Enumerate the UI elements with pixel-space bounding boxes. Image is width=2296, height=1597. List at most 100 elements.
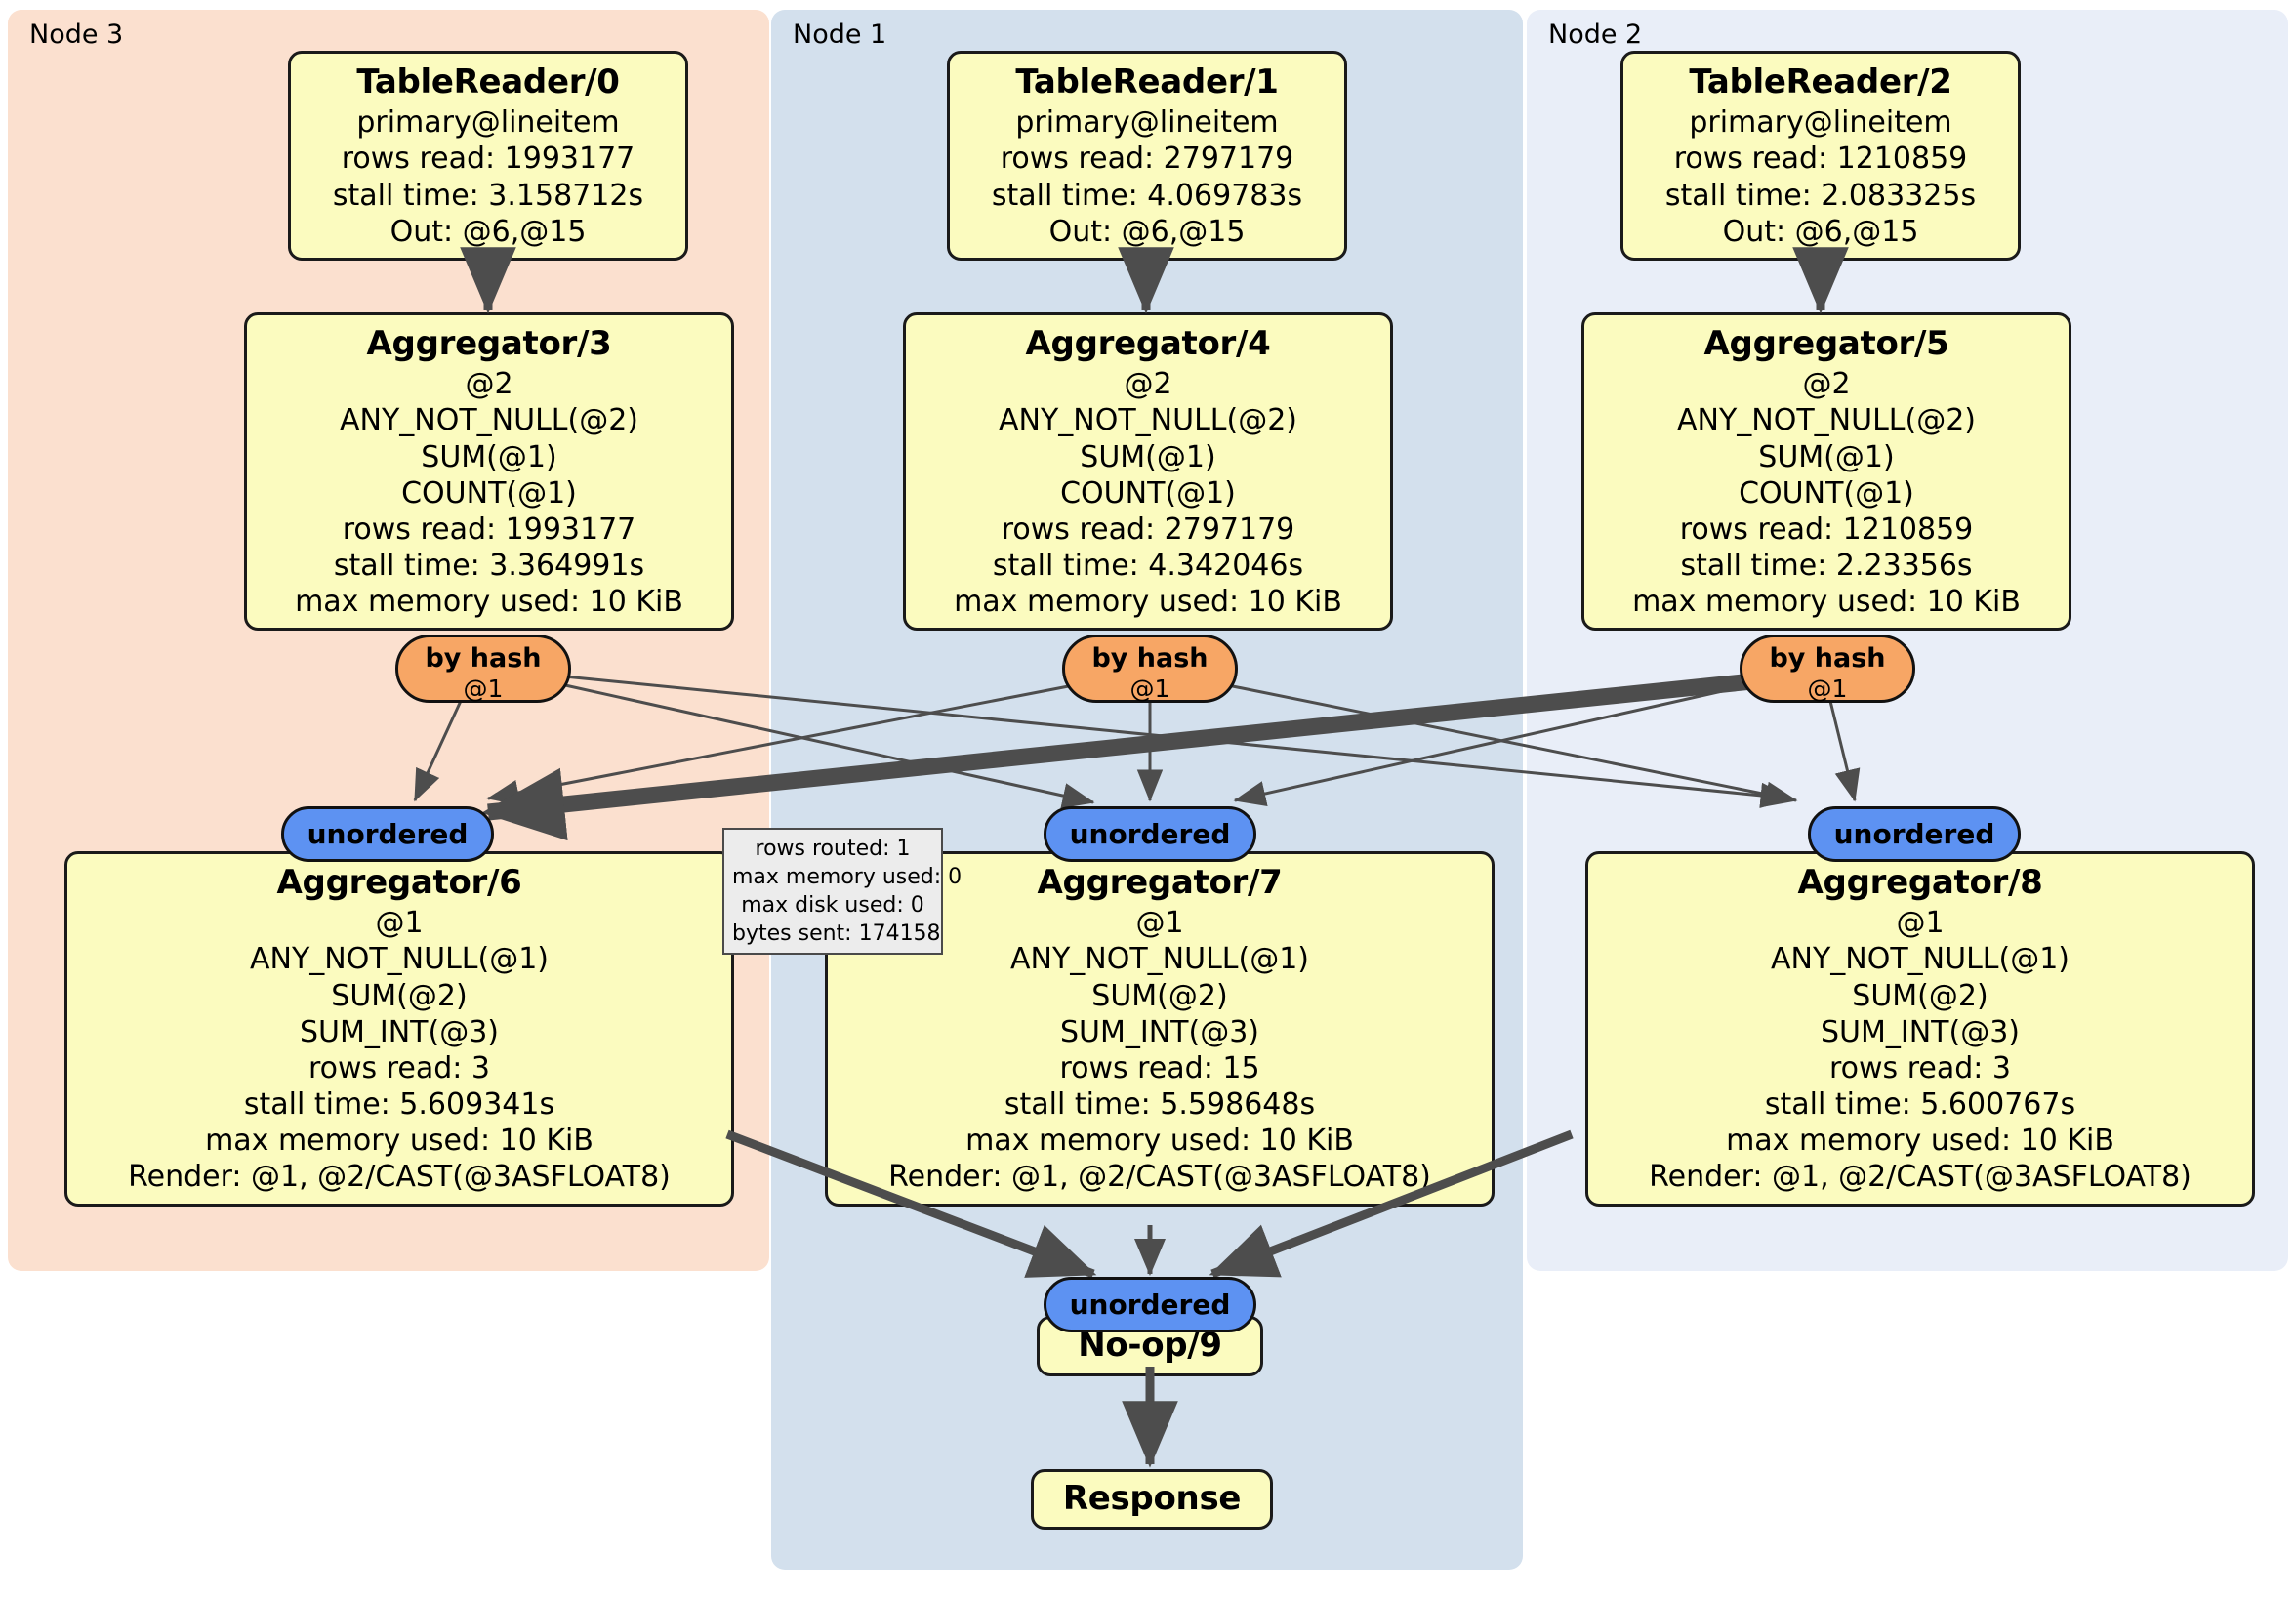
operator-line: stall time: 4.069783s bbox=[991, 178, 1303, 213]
router-column-label: @1 bbox=[1807, 674, 1848, 703]
cluster-label-node-2: Node 2 bbox=[1548, 20, 1643, 50]
router-by-hash-right[interactable]: by hash @1 bbox=[1740, 635, 1915, 703]
router-unordered-final[interactable]: unordered bbox=[1044, 1277, 1256, 1333]
operator-line: stall time: 4.342046s bbox=[992, 549, 1304, 584]
operator-line: ANY_NOT_NULL(@2) bbox=[1677, 403, 1976, 438]
operator-title: TableReader/0 bbox=[356, 62, 620, 102]
operator-line: ANY_NOT_NULL(@1) bbox=[250, 942, 549, 977]
operator-line: SUM(@2) bbox=[1091, 978, 1228, 1013]
router-column-label: @1 bbox=[1129, 674, 1170, 703]
operator-line: rows read: 3 bbox=[1828, 1050, 2012, 1085]
operator-line: @1 bbox=[1135, 906, 1184, 941]
operator-line: max memory used: 10 KiB bbox=[1632, 585, 2021, 620]
operator-line: SUM(@2) bbox=[331, 978, 468, 1013]
router-stats-box: rows routed: 1 max memory used: 0 max di… bbox=[722, 828, 963, 956]
operator-line: primary@lineitem bbox=[356, 105, 620, 141]
operator-line: SUM(@2) bbox=[1852, 978, 1988, 1013]
operator-line: Render: @1, @2/CAST(@3ASFLOAT8) bbox=[128, 1160, 671, 1195]
operator-line: SUM_INT(@3) bbox=[1060, 1014, 1259, 1049]
operator-title: Response bbox=[1062, 1479, 1242, 1518]
router-label: unordered bbox=[1833, 818, 1995, 850]
operator-line: rows read: 2797179 bbox=[1000, 142, 1294, 177]
operator-line: max memory used: 10 KiB bbox=[205, 1124, 594, 1159]
operator-tablereader-1[interactable]: TableReader/1 primary@lineitem rows read… bbox=[947, 51, 1347, 261]
operator-line: SUM(@1) bbox=[1080, 439, 1216, 474]
operator-line: primary@lineitem bbox=[1015, 105, 1279, 141]
operator-title: Aggregator/8 bbox=[1797, 863, 2043, 902]
operator-aggregator-4[interactable]: Aggregator/4 @2 ANY_NOT_NULL(@2) SUM(@1)… bbox=[903, 312, 1393, 632]
router-label: unordered bbox=[1069, 1289, 1231, 1321]
operator-line: SUM_INT(@3) bbox=[1821, 1014, 2020, 1049]
stats-line: bytes sent: 174158 bbox=[732, 921, 941, 947]
operator-tablereader-2[interactable]: TableReader/2 primary@lineitem rows read… bbox=[1620, 51, 2021, 261]
operator-line: rows read: 1993177 bbox=[341, 142, 636, 177]
operator-line: SUM(@1) bbox=[421, 439, 557, 474]
operator-line: stall time: 2.23356s bbox=[1680, 549, 1973, 584]
router-label: unordered bbox=[1069, 818, 1231, 850]
operator-line: rows read: 1993177 bbox=[342, 512, 636, 547]
operator-line: ANY_NOT_NULL(@1) bbox=[1010, 942, 1309, 977]
operator-aggregator-3[interactable]: Aggregator/3 @2 ANY_NOT_NULL(@2) SUM(@1)… bbox=[244, 312, 734, 632]
operator-line: ANY_NOT_NULL(@2) bbox=[340, 403, 638, 438]
operator-title: Aggregator/4 bbox=[1025, 324, 1271, 363]
stats-line: max memory used: 0 bbox=[732, 865, 963, 890]
operator-response[interactable]: Response bbox=[1031, 1469, 1273, 1531]
operator-line: rows read: 1210859 bbox=[1679, 512, 1974, 547]
operator-line: COUNT(@1) bbox=[1060, 475, 1236, 511]
stats-line: max disk used: 0 bbox=[741, 893, 924, 919]
operator-line: Out: @6,@15 bbox=[1048, 214, 1246, 249]
operator-line: Render: @1, @2/CAST(@3ASFLOAT8) bbox=[888, 1160, 1431, 1195]
router-unordered-left[interactable]: unordered bbox=[281, 806, 494, 863]
operator-line: ANY_NOT_NULL(@1) bbox=[1771, 942, 2070, 977]
operator-title: Aggregator/7 bbox=[1037, 863, 1283, 902]
operator-line: rows read: 2797179 bbox=[1001, 512, 1295, 547]
operator-line: COUNT(@1) bbox=[401, 475, 577, 511]
operator-title: TableReader/1 bbox=[1015, 62, 1279, 102]
operator-line: stall time: 3.158712s bbox=[332, 178, 644, 213]
router-type-label: by hash bbox=[1091, 643, 1209, 674]
operator-line: SUM(@1) bbox=[1758, 439, 1895, 474]
operator-line: rows read: 15 bbox=[1059, 1050, 1260, 1085]
operator-aggregator-5[interactable]: Aggregator/5 @2 ANY_NOT_NULL(@2) SUM(@1)… bbox=[1581, 312, 2071, 632]
operator-title: Aggregator/5 bbox=[1703, 324, 1949, 363]
operator-line: @2 bbox=[465, 367, 513, 402]
router-unordered-right[interactable]: unordered bbox=[1808, 806, 2021, 863]
router-unordered-mid[interactable]: unordered bbox=[1044, 806, 1256, 863]
operator-line: Out: @6,@15 bbox=[390, 214, 587, 249]
operator-line: max memory used: 10 KiB bbox=[965, 1124, 1354, 1159]
operator-aggregator-8[interactable]: Aggregator/8 @1 ANY_NOT_NULL(@1) SUM(@2)… bbox=[1585, 851, 2255, 1207]
operator-line: ANY_NOT_NULL(@2) bbox=[999, 403, 1297, 438]
operator-line: primary@lineitem bbox=[1689, 105, 1952, 141]
operator-line: Out: @6,@15 bbox=[1722, 214, 1919, 249]
operator-line: max memory used: 10 KiB bbox=[954, 585, 1342, 620]
operator-line: stall time: 2.083325s bbox=[1664, 178, 1977, 213]
operator-line: stall time: 5.609341s bbox=[243, 1087, 555, 1123]
operator-line: @2 bbox=[1802, 367, 1851, 402]
operator-line: SUM_INT(@3) bbox=[300, 1014, 499, 1049]
cluster-label-node-3: Node 3 bbox=[29, 20, 124, 50]
operator-line: COUNT(@1) bbox=[1739, 475, 1914, 511]
operator-line: stall time: 3.364991s bbox=[333, 549, 645, 584]
router-by-hash-mid[interactable]: by hash @1 bbox=[1062, 635, 1238, 703]
router-by-hash-left[interactable]: by hash @1 bbox=[395, 635, 571, 703]
router-type-label: by hash bbox=[1769, 643, 1886, 674]
operator-line: stall time: 5.598648s bbox=[1004, 1087, 1316, 1123]
stats-line: rows routed: 1 bbox=[755, 837, 911, 861]
operator-line: max memory used: 10 KiB bbox=[295, 585, 683, 620]
router-label: unordered bbox=[307, 818, 469, 850]
operator-aggregator-6[interactable]: Aggregator/6 @1 ANY_NOT_NULL(@1) SUM(@2)… bbox=[64, 851, 734, 1207]
operator-title: Aggregator/6 bbox=[276, 863, 522, 902]
operator-title: TableReader/2 bbox=[1689, 62, 1952, 102]
operator-line: rows read: 3 bbox=[308, 1050, 491, 1085]
operator-line: @1 bbox=[375, 906, 424, 941]
operator-line: rows read: 1210859 bbox=[1673, 142, 1968, 177]
router-column-label: @1 bbox=[463, 674, 504, 703]
operator-tablereader-0[interactable]: TableReader/0 primary@lineitem rows read… bbox=[288, 51, 688, 261]
operator-line: @1 bbox=[1896, 906, 1945, 941]
operator-line: max memory used: 10 KiB bbox=[1726, 1124, 2114, 1159]
operator-line: stall time: 5.600767s bbox=[1764, 1087, 2076, 1123]
operator-line: @2 bbox=[1124, 367, 1172, 402]
operator-title: Aggregator/3 bbox=[366, 324, 612, 363]
router-type-label: by hash bbox=[425, 643, 542, 674]
